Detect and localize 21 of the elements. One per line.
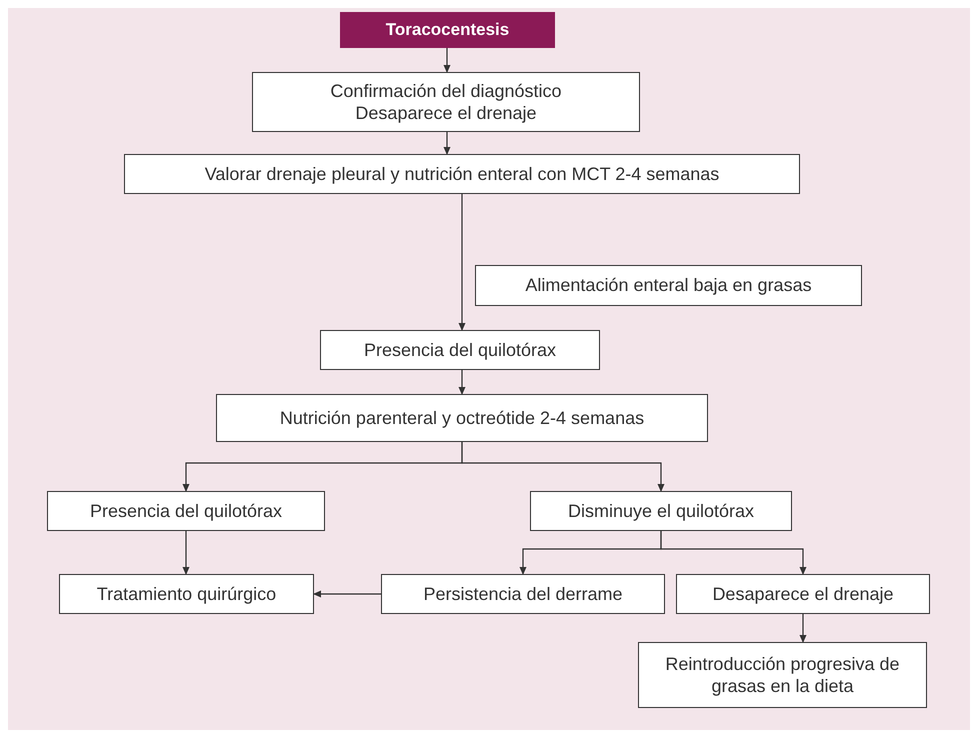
process-box: Nutrición parenteral y octreótide 2-4 semanas <box>216 394 708 442</box>
start-box: Toracocentesis <box>340 12 555 48</box>
process-box: Valorar drenaje pleural y nutrición enteral con MCT 2-4 semanas <box>124 154 800 194</box>
process-box: Disminuye el quilotórax <box>530 491 792 531</box>
process-box: Desaparece el drenaje <box>676 574 930 614</box>
arrow <box>182 531 190 575</box>
process-box: Alimentación enteral baja en grasas <box>475 265 862 306</box>
process-box: Presencia del quilotórax <box>320 330 600 370</box>
process-box: Tratamiento quirúrgico <box>59 574 314 614</box>
process-box: Reintroducción progresiva de grasas en la dieta <box>638 642 927 708</box>
arrow <box>313 590 381 598</box>
process-box: Presencia del quilotórax <box>47 491 325 531</box>
arrow <box>461 442 664 492</box>
process-box: Confirmación del diagnóstico Desaparece el drenaje <box>252 72 640 132</box>
arrow <box>800 614 806 643</box>
process-box: Persistencia del derrame <box>381 574 665 614</box>
arrow <box>458 194 466 331</box>
arrow <box>660 531 806 575</box>
arrow <box>444 132 450 155</box>
arrow <box>444 48 450 73</box>
arrow <box>458 370 466 395</box>
